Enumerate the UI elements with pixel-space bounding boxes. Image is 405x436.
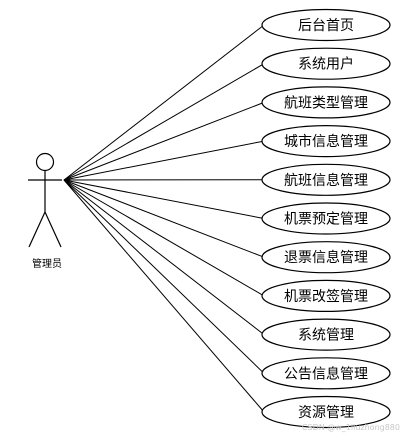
use-case-label: 系统用户 (298, 56, 354, 73)
association-line (63, 179, 265, 413)
association-lines (63, 24, 265, 413)
use-case-ellipse (261, 395, 391, 429)
use-case: 机票预定管理 (261, 202, 391, 235)
association-line (63, 179, 265, 374)
use-case: 系统管理 (261, 318, 391, 351)
actor-label: 管理员 (32, 257, 62, 270)
use-case-list: 后台首页系统用户航班类型管理城市信息管理航班信息管理机票预定管理退票信息管理机票… (261, 8, 391, 429)
use-case-ellipse (261, 47, 391, 80)
use-case-label: 后台首页 (298, 18, 354, 34)
use-case-ellipse (261, 357, 391, 390)
use-case-ellipse (261, 125, 391, 158)
use-case-label: 机票预定管理 (284, 212, 368, 228)
actor-head (35, 152, 55, 172)
use-case: 后台首页 (261, 8, 391, 42)
use-case-label: 资源管理 (298, 405, 354, 421)
use-case: 系统用户 (261, 47, 391, 80)
association-line (63, 140, 265, 181)
use-case: 航班信息管理 (261, 163, 391, 196)
actor-left-leg (28, 211, 46, 248)
use-case-label: 航班信息管理 (284, 172, 368, 189)
use-case-ellipse (261, 318, 391, 351)
association-line (63, 179, 265, 258)
use-case-ellipse (261, 86, 391, 119)
association-line (63, 101, 265, 181)
use-case-label: 机票改签管理 (284, 288, 368, 305)
use-case-ellipse (261, 202, 391, 235)
use-case: 公告信息管理 (261, 357, 391, 390)
association-line (63, 63, 265, 181)
use-case-ellipse (261, 279, 391, 312)
actor-admin: 管理员 (28, 152, 62, 270)
use-case-label: 退票信息管理 (284, 249, 368, 266)
use-case: 资源管理 (261, 395, 391, 429)
association-line (63, 179, 265, 335)
use-case: 城市信息管理 (261, 125, 391, 158)
use-case: 机票改签管理 (261, 279, 391, 312)
use-case: 航班类型管理 (261, 86, 391, 119)
watermark: CSDN @w_1liuzhong880 (302, 423, 400, 432)
use-case-label: 系统管理 (298, 328, 354, 344)
association-line (63, 179, 265, 219)
use-case-ellipse (261, 163, 391, 196)
association-line (63, 24, 265, 181)
use-case: 退票信息管理 (261, 241, 391, 274)
use-case-ellipse (261, 8, 391, 42)
actor-right-leg (44, 211, 62, 248)
association-line (63, 179, 265, 297)
use-case-label: 公告信息管理 (284, 365, 368, 382)
use-case-label: 航班类型管理 (284, 95, 368, 111)
use-case-ellipse (261, 241, 391, 274)
use-case-label: 城市信息管理 (284, 133, 368, 150)
